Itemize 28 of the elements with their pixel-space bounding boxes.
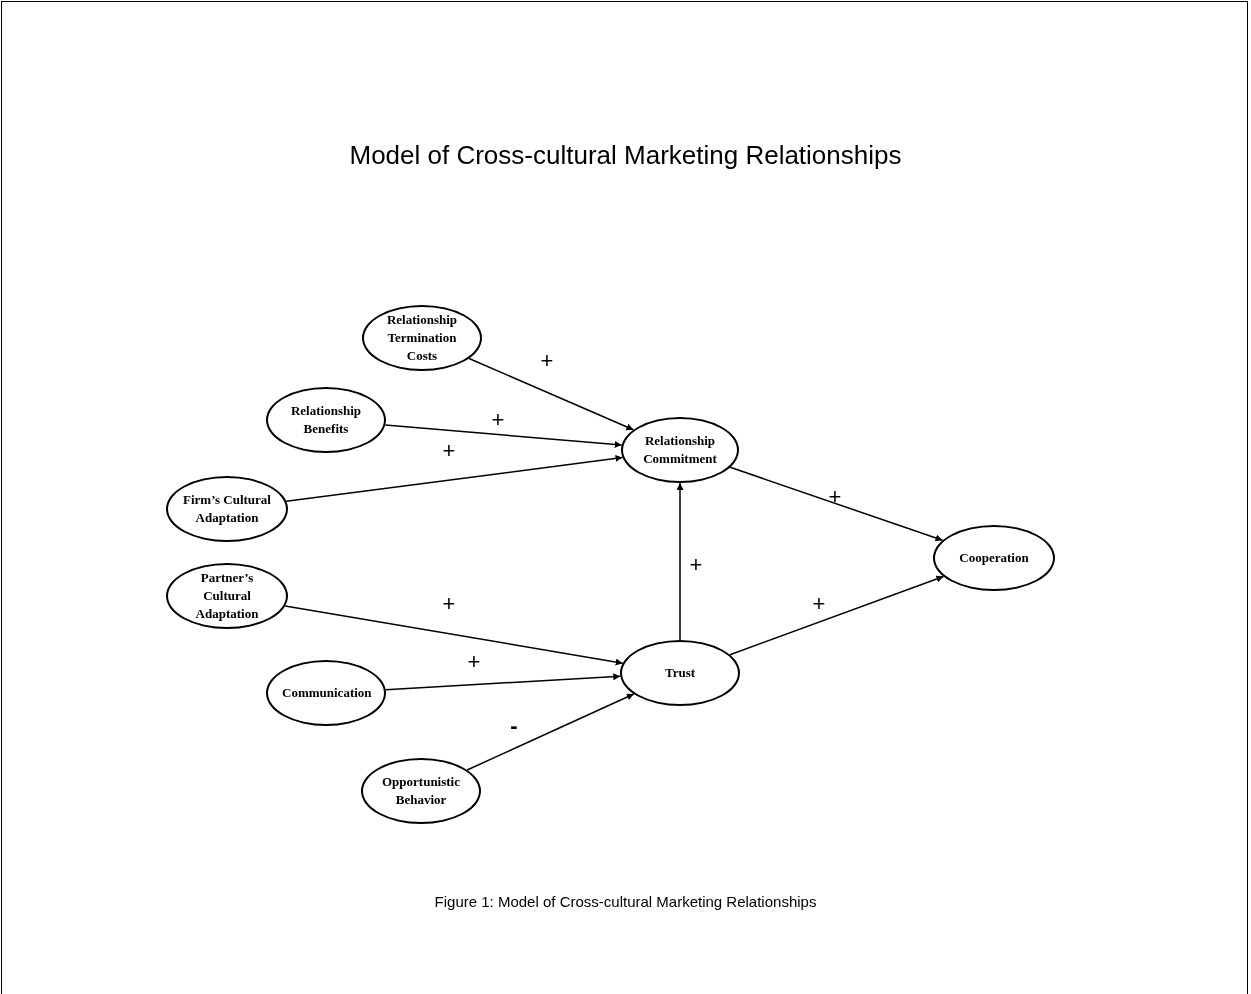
arrow (285, 454, 624, 503)
edge-label: + (540, 350, 554, 372)
arrow (384, 424, 623, 448)
node-label: Trust (664, 663, 696, 682)
node-label: Relationship Commitment (642, 431, 718, 468)
edge-label: + (812, 593, 826, 615)
arrow (466, 693, 635, 771)
edge-label: + (442, 593, 456, 615)
node-label: Partner’s Cultural Adaptation (194, 568, 260, 624)
edge-label: + (491, 409, 505, 431)
node-label: Opportunistic Behavior (381, 772, 461, 809)
node-label: Communication (282, 683, 370, 702)
arrow (468, 357, 635, 431)
edge-label: - (510, 715, 518, 737)
arrow (384, 673, 622, 691)
node-label: Relationship Benefits (289, 401, 363, 438)
arrow (676, 482, 684, 641)
diagram-title: Model of Cross-cultural Marketing Relationships (349, 140, 902, 171)
node-label: Relationship Termination Costs (385, 310, 459, 366)
edge-label: + (689, 554, 703, 576)
node-label: Cooperation (959, 548, 1029, 567)
edge-label: + (828, 486, 842, 508)
figure-caption: Figure 1: Model of Cross-cultural Marketing Relationships (434, 893, 817, 910)
edge-label: + (442, 440, 456, 462)
arrow (284, 605, 624, 666)
arrow (729, 575, 945, 656)
edge-label: + (467, 651, 481, 673)
node-label: Firm’s Cultural Adaptation (183, 490, 271, 527)
